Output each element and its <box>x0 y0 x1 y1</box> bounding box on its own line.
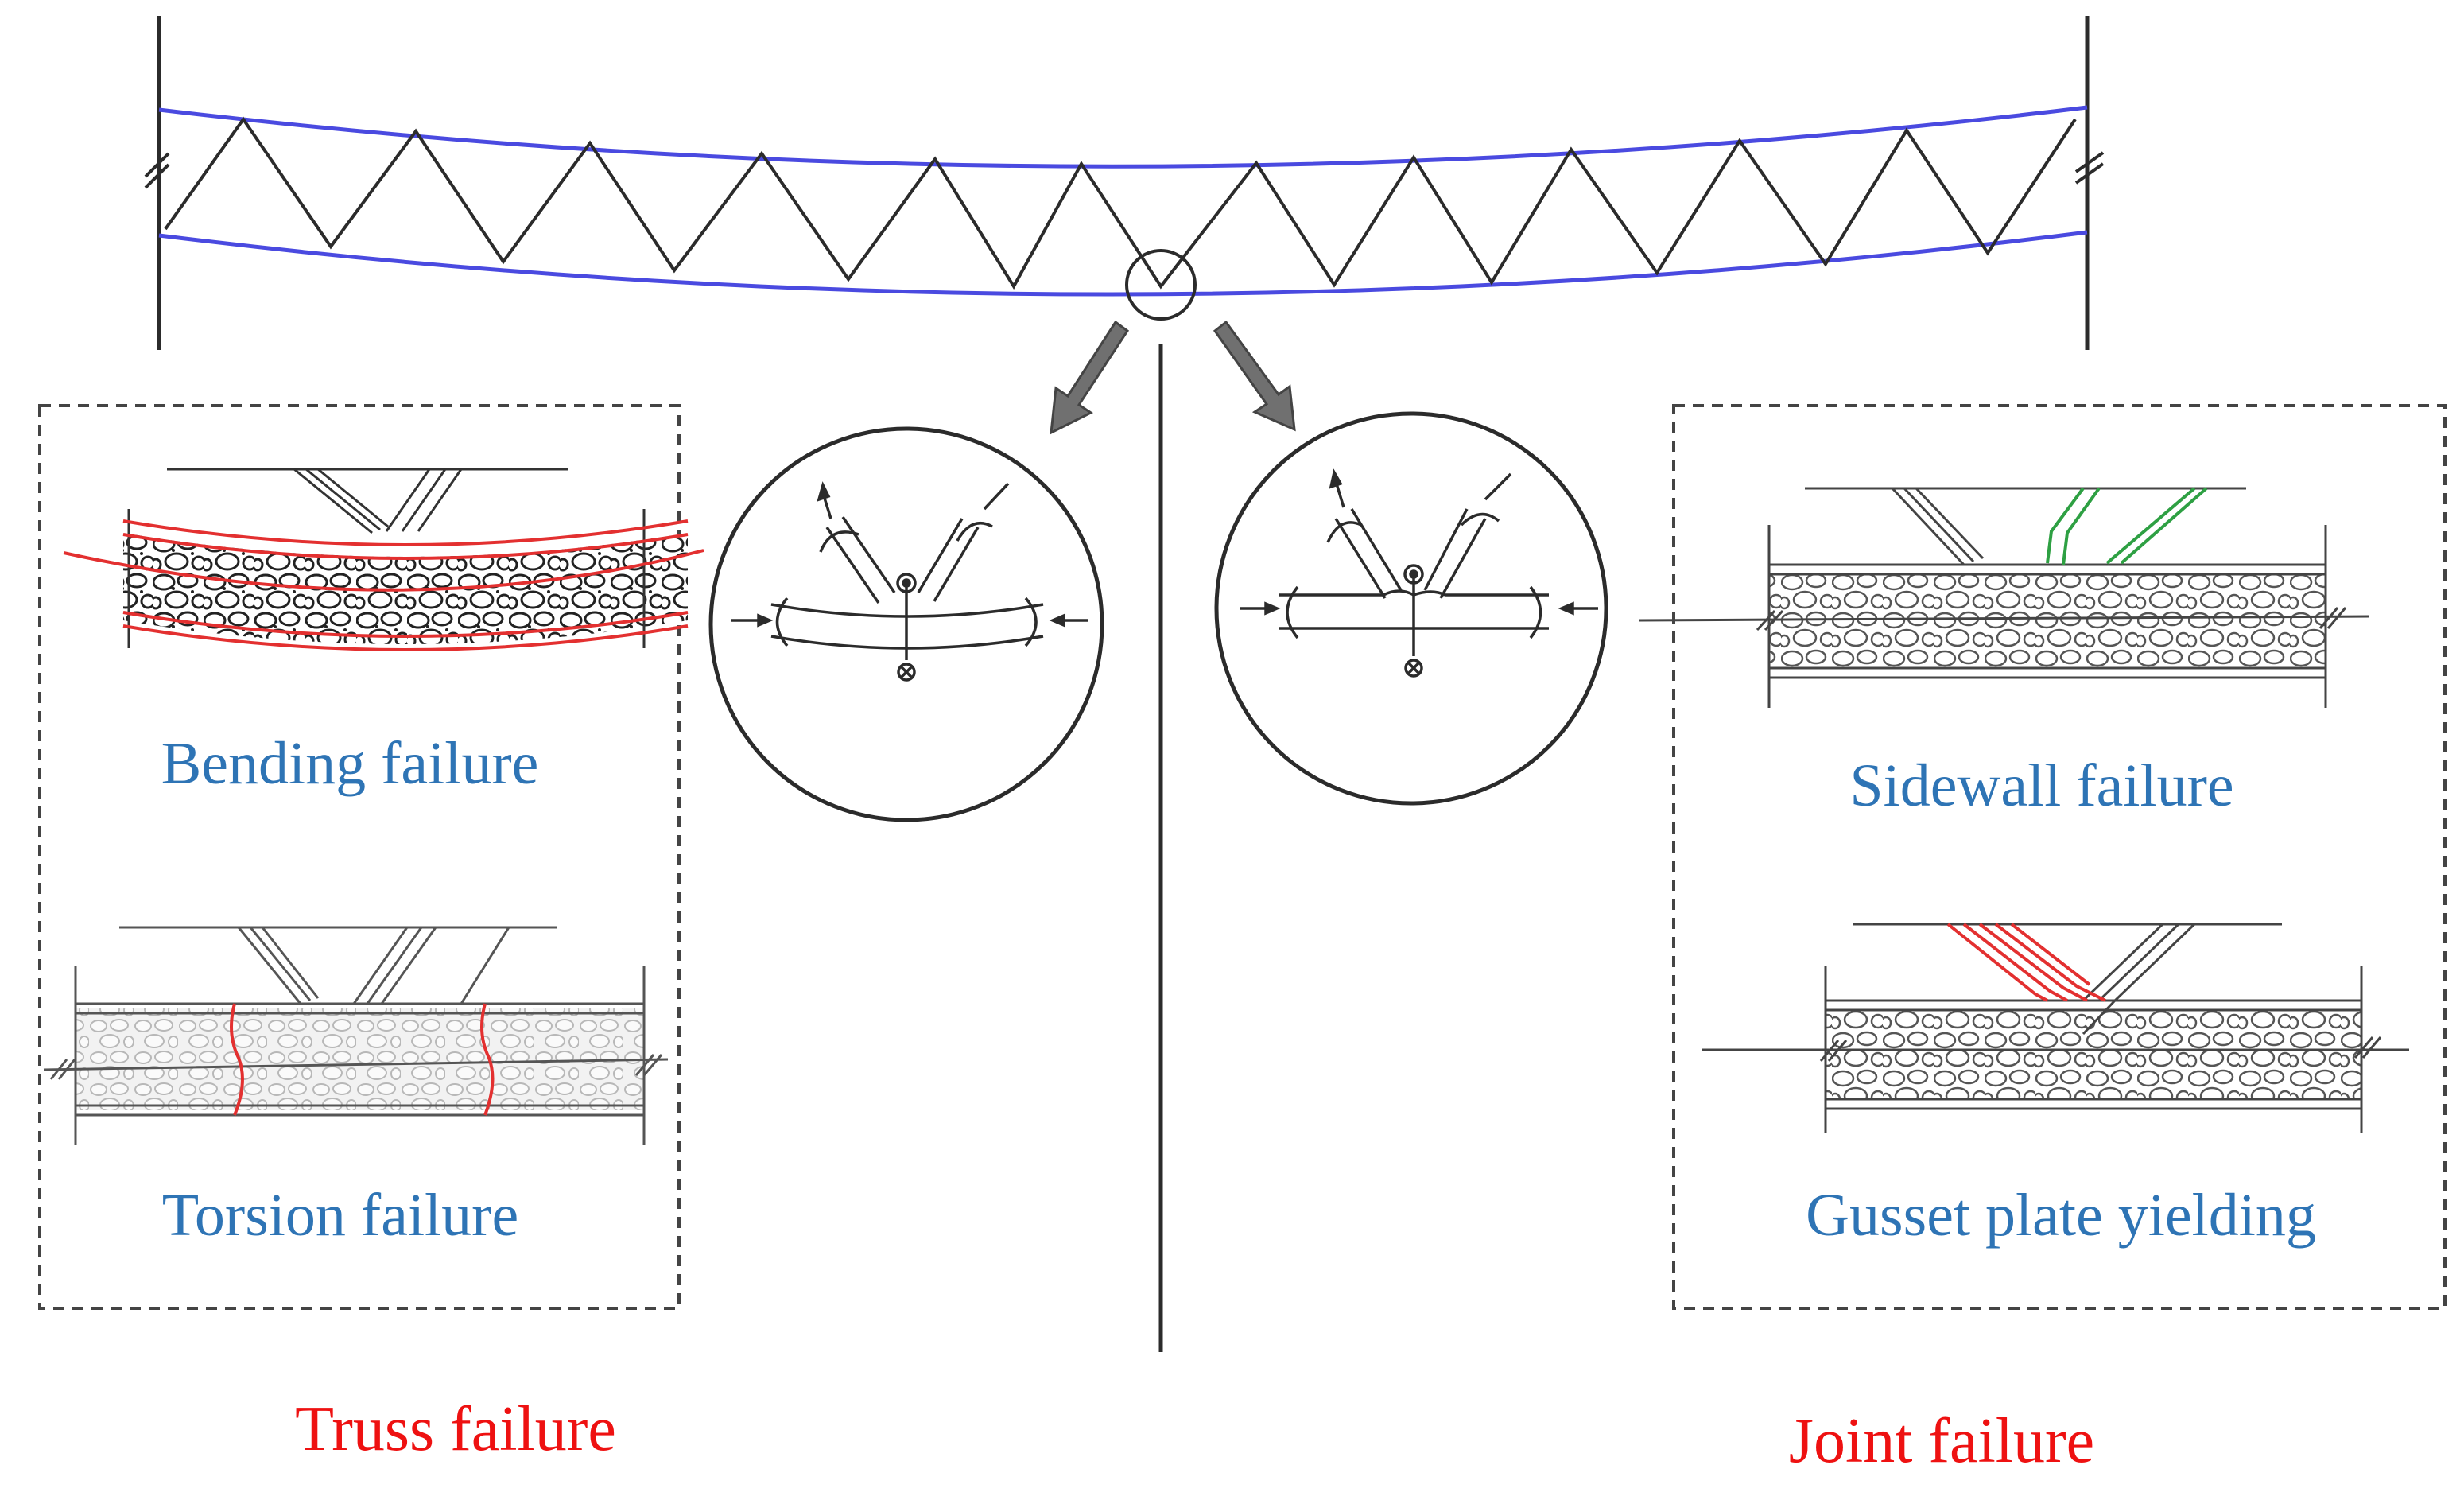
left-break-mark <box>144 152 170 189</box>
torsion-failure-sketch <box>43 926 669 1145</box>
right-pointer-arrow <box>1213 320 1296 432</box>
right-detail-circle <box>1214 411 1608 806</box>
web-diagonals <box>164 116 2077 290</box>
truss-failure-panel <box>38 404 681 1310</box>
truss-failure-label: Truss failure <box>295 1394 616 1464</box>
gusset-plate-yielding-label: Gusset plate yielding <box>1806 1182 2316 1249</box>
left-pointer-arrow <box>1050 320 1130 435</box>
top-chord <box>158 105 2088 169</box>
sidewall-failure-label: Sidewall failure <box>1849 752 2233 819</box>
bending-failure-label: Bending failure <box>161 730 539 797</box>
bottom-chord <box>158 230 2088 297</box>
bending-failure-sketch <box>63 468 704 651</box>
joint-failure-panel <box>1672 404 2447 1310</box>
sidewall-failure-sketch <box>1639 487 2370 708</box>
truss-span <box>144 16 2105 350</box>
joint-detail <box>1214 411 1608 806</box>
truss-member-detail <box>708 426 1104 822</box>
joint-failure-label: Joint failure <box>1789 1406 2094 1476</box>
gusset-plate-sketch <box>1702 923 2409 1133</box>
left-detail-circle <box>708 426 1104 822</box>
joint-callout-circle <box>1125 249 1197 321</box>
right-break-mark <box>2074 151 2105 185</box>
torsion-failure-label: Torsion failure <box>162 1182 518 1249</box>
